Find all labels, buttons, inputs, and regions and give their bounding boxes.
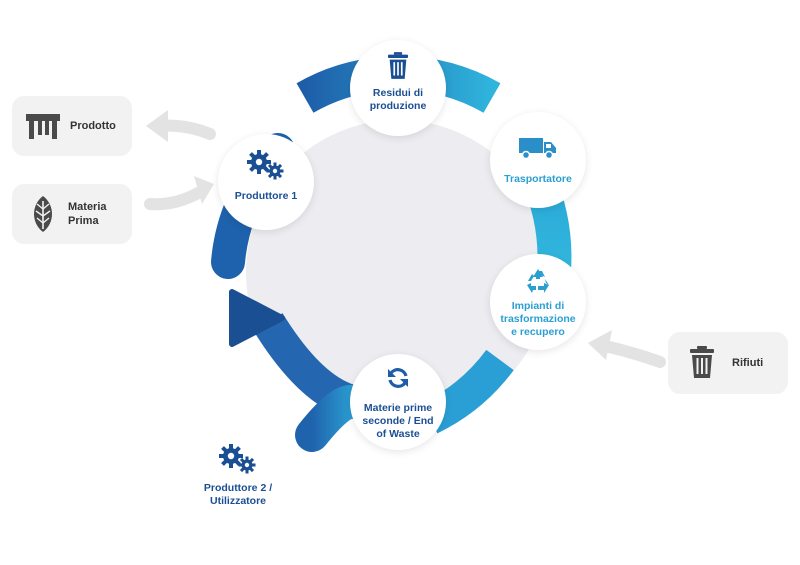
node-residui-di-produzione: Residui di produzione xyxy=(350,40,446,136)
ring-tail-swoosh xyxy=(295,385,369,452)
trash-icon xyxy=(690,346,714,378)
trash-icon xyxy=(388,52,408,79)
gears-icon xyxy=(247,150,284,180)
residui-label: Residui di produzione xyxy=(369,87,427,112)
arrow-from-materia-prima xyxy=(144,176,214,211)
materie-label: Materie prime seconde / End of Waste xyxy=(362,402,434,440)
card-rifiuti: Rifiuti xyxy=(668,332,788,394)
impianti-label: Impianti di trasformazione e recupero xyxy=(500,300,576,338)
produttore-2: Produttore 2 / Utilizzatore xyxy=(186,444,290,508)
cycle-center xyxy=(246,120,550,424)
recycle-icon xyxy=(527,269,549,293)
materia-prima-label: Materia Prima xyxy=(68,201,107,227)
leaf-icon xyxy=(34,196,52,232)
truck-icon xyxy=(519,138,556,160)
refresh-icon xyxy=(388,368,408,388)
gears-icon xyxy=(219,444,256,474)
node-impianti-di-trasformazione: Impianti di trasformazione e recupero xyxy=(490,254,586,350)
node-produttore-1: Produttore 1 xyxy=(218,134,314,230)
produttore-2-label: Produttore 2 / Utilizzatore xyxy=(203,482,273,507)
table-icon xyxy=(26,114,60,139)
card-materia-prima: Materia Prima xyxy=(12,184,132,244)
arrow-from-rifiuti xyxy=(588,330,666,368)
prodotto-label: Prodotto xyxy=(70,120,116,132)
node-trasportatore: Trasportatore xyxy=(490,112,586,208)
cycle-arrowhead xyxy=(229,289,285,347)
arrow-to-prodotto xyxy=(146,110,216,142)
card-prodotto: Prodotto xyxy=(12,96,132,156)
node-materie-prime-seconde: Materie prime seconde / End of Waste xyxy=(350,354,446,450)
trasportatore-label: Trasportatore xyxy=(504,173,572,185)
rifiuti-label: Rifiuti xyxy=(732,357,764,369)
produttore-1-label: Produttore 1 xyxy=(234,190,298,202)
